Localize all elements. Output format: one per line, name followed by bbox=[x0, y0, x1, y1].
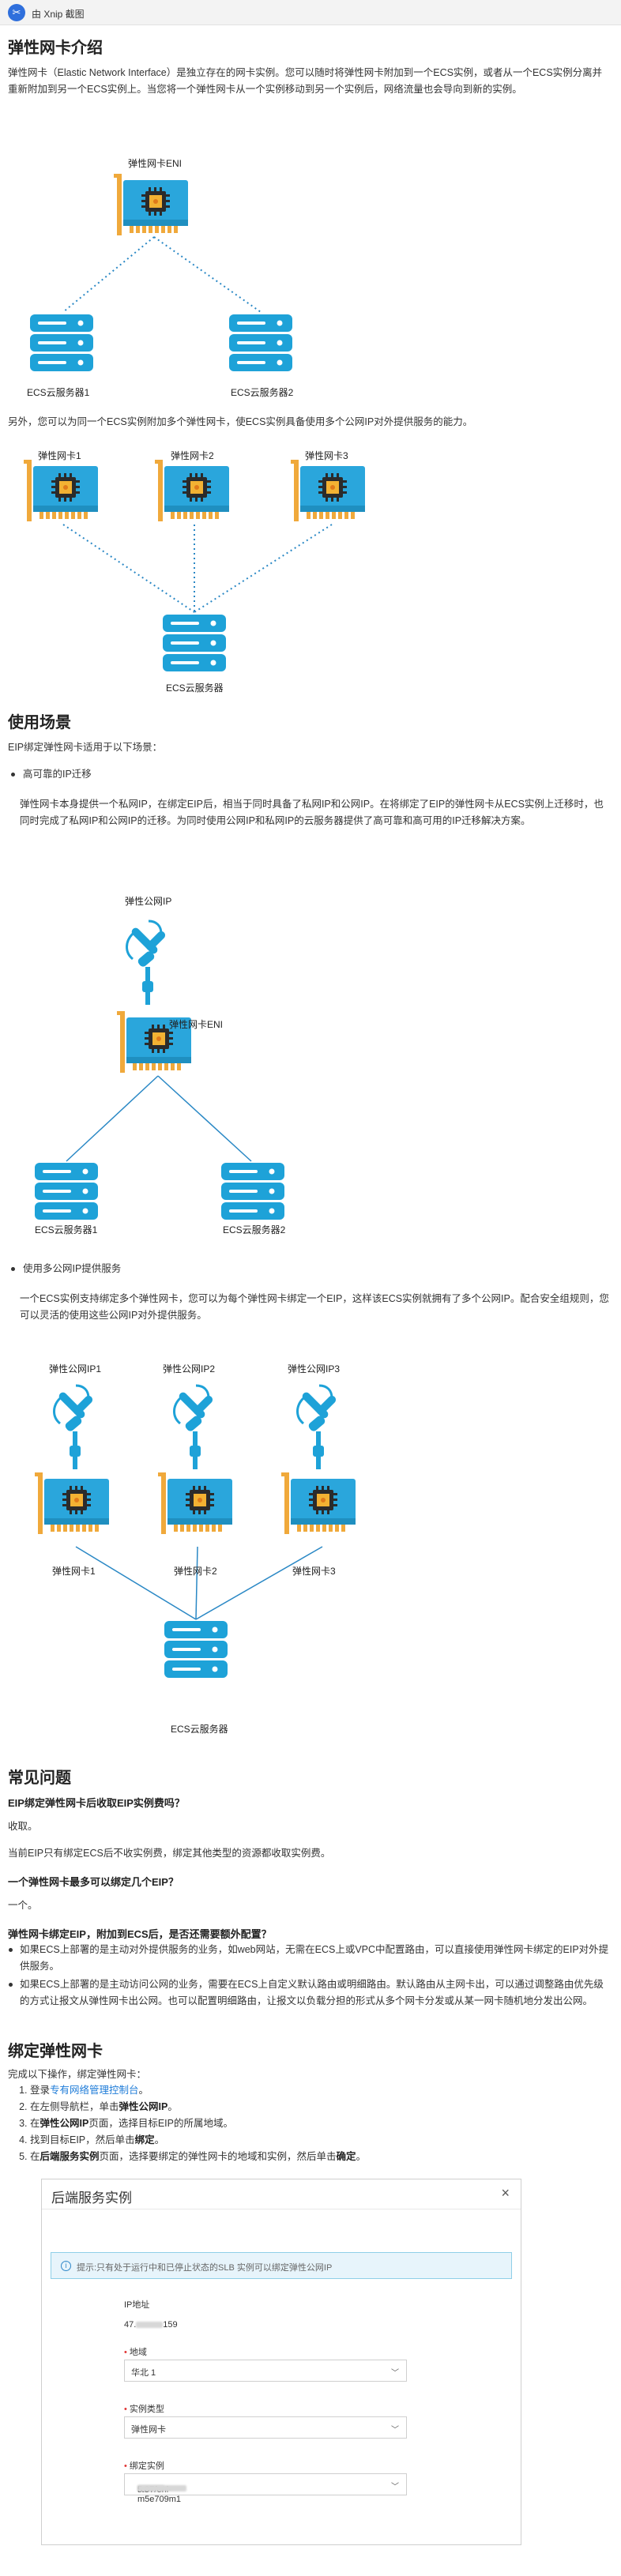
d1-nic-label: 弹性网卡ENI bbox=[128, 158, 183, 169]
d3-nic-label: 弹性网卡ENI bbox=[169, 1019, 224, 1030]
d1-server2-label: ECS云服务器2 bbox=[231, 387, 294, 398]
step-2: 在左侧导航栏，单击弹性公网IP。 bbox=[30, 2099, 366, 2115]
bullet-dot bbox=[11, 773, 15, 777]
ip-label: IP地址 bbox=[124, 2300, 150, 2310]
d3-server1-label: ECS云服务器1 bbox=[35, 1224, 98, 1235]
d2-nic1-label: 弹性网卡1 bbox=[38, 450, 81, 461]
eip1-plug-icon bbox=[53, 1384, 96, 1471]
d1-server1-label: ECS云服务器1 bbox=[27, 387, 90, 398]
faq-a3a: 如果ECS上部署的是主动对外提供服务的业务，如web网站，无需在ECS上或VPC… bbox=[9, 1942, 610, 1975]
instance-type-label: •实例类型 bbox=[124, 2405, 164, 2414]
close-icon[interactable]: × bbox=[501, 2185, 510, 2201]
region-label: •地域 bbox=[124, 2348, 147, 2357]
chevron-down-icon: ﹀ bbox=[391, 2369, 399, 2378]
chevron-down-icon: ﹀ bbox=[391, 2426, 399, 2435]
redacted-ip bbox=[136, 2322, 164, 2329]
eip2-plug-icon bbox=[173, 1384, 216, 1471]
faq-a1b: 当前EIP只有绑定ECS后不收实例费，绑定其他类型的资源都收取实例费。 bbox=[8, 1848, 331, 1859]
capture-toolbar: ✂ 由 Xnip 截图 bbox=[0, 0, 621, 25]
intro-paragraph: 弹性网卡（Elastic Network Interface）是独立存在的网卡实… bbox=[8, 67, 603, 95]
d4-nic2-label: 弹性网卡2 bbox=[174, 1566, 217, 1577]
section-title-faq: 常见问题 bbox=[8, 1768, 71, 1787]
nic-3-icon bbox=[291, 460, 365, 521]
instance-type-select[interactable]: 弹性网卡﹀ bbox=[124, 2416, 407, 2439]
faq-a2: 一个。 bbox=[8, 1900, 38, 1911]
ip-migration-text: 弹性网卡本身提供一个私网IP，在绑定EIP后，相当于同时具备了私网IP和公网IP… bbox=[20, 799, 604, 826]
faq-a1a: 收取。 bbox=[8, 1821, 38, 1832]
bind-steps: 登录专有网络管理控制台。 在左侧导航栏，单击弹性公网IP。 在弹性公网IP页面，… bbox=[19, 2082, 366, 2165]
diagram-eip-eni bbox=[35, 919, 284, 1220]
d4-nic3-label: 弹性网卡3 bbox=[292, 1566, 336, 1577]
nic-2-icon bbox=[158, 1472, 232, 1534]
diagram-eni-migration bbox=[30, 174, 292, 371]
d3-eip-label: 弹性公网IP bbox=[125, 896, 172, 907]
bullet-ip-migration: 高可靠的IP迁移 bbox=[11, 766, 92, 783]
server-1-icon bbox=[30, 314, 93, 371]
bind-instance-label: •绑定实例 bbox=[124, 2461, 164, 2471]
nic-3-icon bbox=[281, 1472, 356, 1534]
vpc-console-link[interactable]: 专有网络管理控制台 bbox=[50, 2085, 139, 2096]
bullet-multi-eip: 使用多公网IP提供服务 bbox=[11, 1261, 121, 1277]
d2-nic3-label: 弹性网卡3 bbox=[305, 450, 348, 461]
eip3-plug-icon bbox=[296, 1384, 339, 1471]
bullet-dot bbox=[9, 1983, 13, 1987]
redacted-text bbox=[137, 2485, 186, 2491]
d4-eip3-label: 弹性公网IP3 bbox=[288, 1363, 341, 1374]
nic-2-icon bbox=[155, 460, 229, 521]
step-5: 在后端服务实例页面，选择要绑定的弹性网卡的地域和实例，然后单击确定。 bbox=[30, 2149, 366, 2165]
eni-card-icon bbox=[114, 174, 188, 235]
dialog-header: 后端服务实例 × bbox=[42, 2179, 521, 2209]
nic-1-icon bbox=[35, 1472, 109, 1534]
bullet-dot bbox=[11, 1267, 15, 1272]
eip-plug-icon bbox=[126, 919, 168, 1006]
section-title-bind: 绑定弹性网卡 bbox=[8, 2041, 103, 2060]
scenarios-lead: EIP绑定弹性网卡适用于以下场景： bbox=[8, 742, 163, 753]
step-3: 在弹性公网IP页面，选择目标EIP的所属地域。 bbox=[30, 2115, 366, 2132]
nic-1-icon bbox=[24, 460, 98, 521]
step-4: 找到目标EIP，然后单击绑定。 bbox=[30, 2132, 366, 2149]
server-1-icon bbox=[35, 1163, 98, 1220]
info-icon: i bbox=[61, 2261, 71, 2271]
backend-instance-dialog: 后端服务实例 × i 提示:只有处于运行中和已停止状态的SLB 实例可以绑定弹性… bbox=[41, 2179, 521, 2545]
region-select[interactable]: 华北 1﹀ bbox=[124, 2360, 407, 2382]
d4-nic1-label: 弹性网卡1 bbox=[52, 1566, 96, 1577]
ip-value: 47.159 bbox=[124, 2320, 178, 2330]
step-1: 登录专有网络管理控制台。 bbox=[30, 2082, 366, 2099]
faq-q1: EIP绑定弹性网卡后收取EIP实例费吗？ bbox=[8, 1797, 185, 1809]
faq-q3: 弹性网卡绑定EIP，附加到ECS后，是否还需要额外配置？ bbox=[8, 1928, 272, 1940]
bind-instance-select[interactable]: He5.07/eni-m5e709m1﹀ bbox=[124, 2473, 407, 2504]
section-title-intro: 弹性网卡介绍 bbox=[8, 38, 103, 57]
multi-nic-paragraph: 另外，您可以为同一个ECS实例附加多个弹性网卡，使ECS实例具备使用多个公网IP… bbox=[8, 416, 473, 427]
bullet-dot bbox=[9, 1948, 13, 1952]
d4-server-label: ECS云服务器 bbox=[171, 1724, 228, 1735]
info-tip: i 提示:只有处于运行中和已停止状态的SLB 实例可以绑定弹性公网IP bbox=[51, 2252, 512, 2279]
section-title-scenarios: 使用场景 bbox=[8, 713, 71, 731]
faq-q2: 一个弹性网卡最多可以绑定几个EIP？ bbox=[8, 1876, 179, 1888]
diagram-multi-eip bbox=[35, 1384, 356, 1678]
server-icon bbox=[163, 615, 226, 671]
server-2-icon bbox=[221, 1163, 284, 1220]
d4-eip1-label: 弹性公网IP1 bbox=[49, 1363, 102, 1374]
diagram-multi-nic bbox=[24, 460, 365, 671]
chevron-down-icon: ﹀ bbox=[391, 2483, 399, 2491]
multi-eip-text: 一个ECS实例支持绑定多个弹性网卡，您可以为每个弹性网卡绑定一个EIP，这样该E… bbox=[20, 1293, 609, 1321]
bind-lead: 完成以下操作，绑定弹性网卡： bbox=[8, 2069, 147, 2080]
xnip-logo-icon: ✂ bbox=[8, 4, 25, 21]
server-icon bbox=[164, 1621, 228, 1678]
d3-server2-label: ECS云服务器2 bbox=[223, 1224, 286, 1235]
server-2-icon bbox=[229, 314, 292, 371]
d4-eip2-label: 弹性公网IP2 bbox=[163, 1363, 216, 1374]
info-tip-text: 提示:只有处于运行中和已停止状态的SLB 实例可以绑定弹性公网IP bbox=[77, 2263, 333, 2273]
faq-a3b: 如果ECS上部署的是主动访问公网的业务，需要在ECS上自定义默认路由或明细路由。… bbox=[9, 1976, 610, 2010]
capture-title: 由 Xnip 截图 bbox=[32, 9, 85, 20]
dialog-title: 后端服务实例 bbox=[51, 2191, 132, 2206]
d2-server-label: ECS云服务器 bbox=[166, 683, 224, 694]
d2-nic2-label: 弹性网卡2 bbox=[171, 450, 214, 461]
